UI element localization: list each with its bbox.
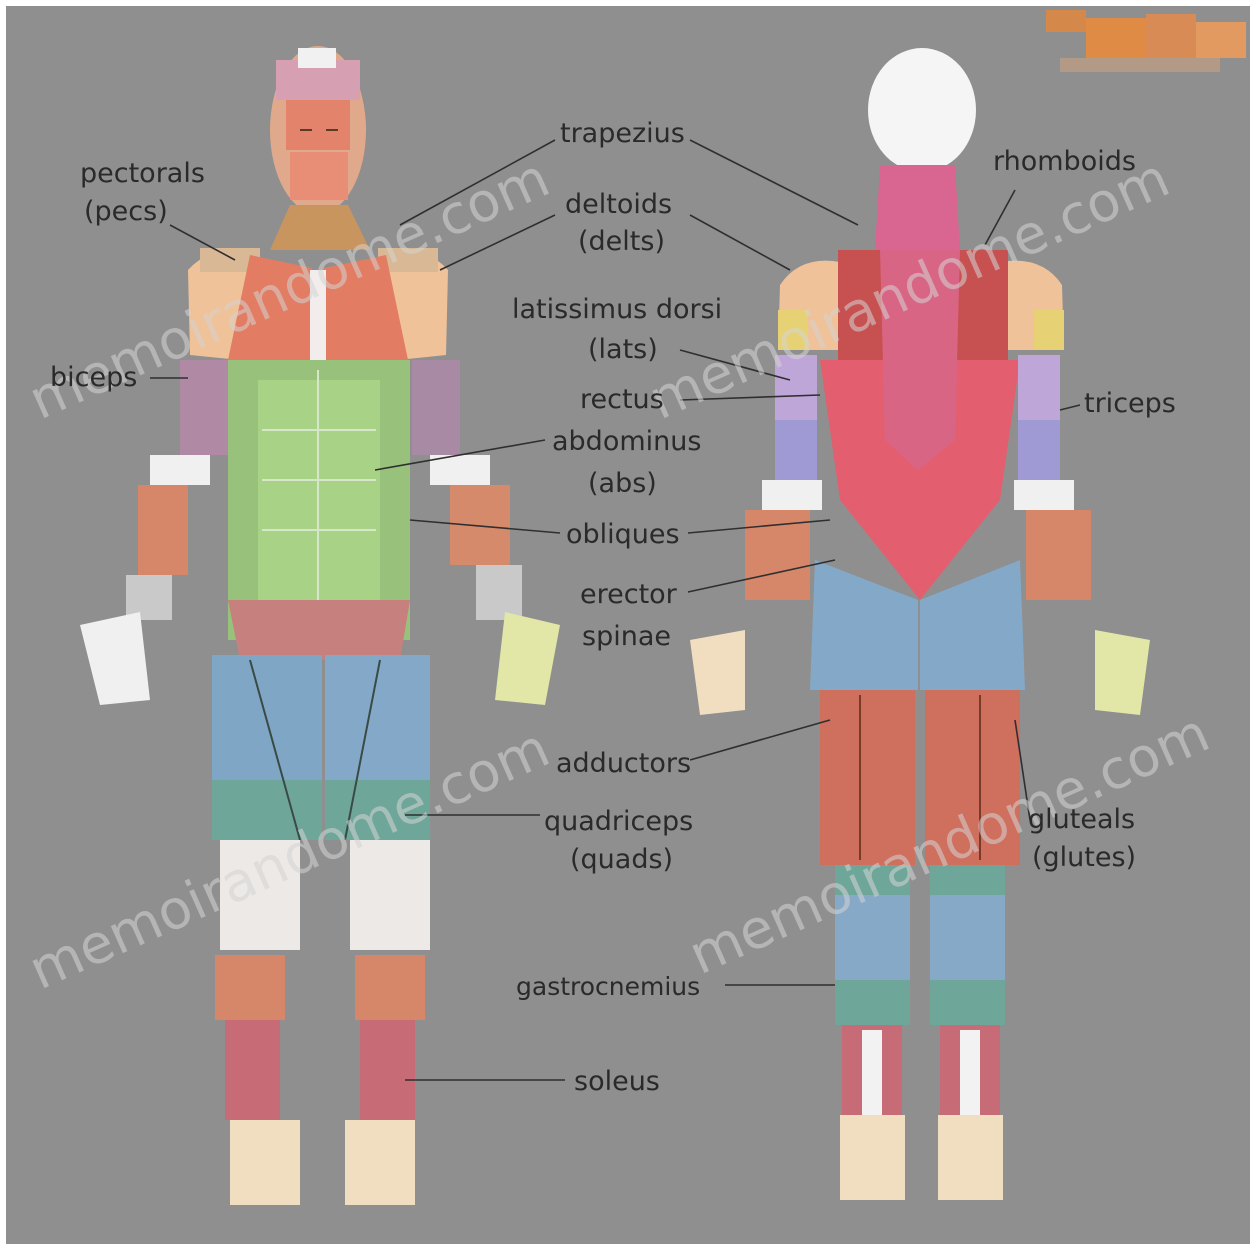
label-pecs: (pecs) (84, 196, 168, 227)
back-foot-right (938, 1115, 1003, 1200)
label-gastrocnemius: gastrocnemius (516, 972, 700, 1001)
back-achilles-left (862, 1030, 882, 1115)
front-hips (228, 600, 410, 660)
label-delts: (delts) (578, 226, 665, 257)
label-pectorals: pectorals (80, 158, 205, 189)
label-quadriceps: quadriceps (544, 806, 693, 837)
back-foot-left (840, 1115, 905, 1200)
label-trapezius: trapezius (560, 118, 685, 149)
label-erector: erector (580, 579, 678, 610)
label-glutes: (glutes) (1032, 842, 1136, 873)
label-latissimus-dorsi: latissimus dorsi (512, 294, 722, 325)
label-lats: (lats) (588, 334, 658, 365)
front-abdominals (228, 360, 410, 640)
label-spinae: spinae (582, 621, 671, 652)
label-gluteals: gluteals (1028, 804, 1135, 835)
front-foot-right (345, 1120, 415, 1205)
back-head (868, 48, 976, 172)
label-biceps: biceps (50, 362, 137, 393)
label-abs: (abs) (588, 468, 657, 499)
label-deltoids: deltoids (565, 189, 672, 220)
label-rectus: rectus (580, 384, 664, 415)
label-quads: (quads) (570, 844, 673, 875)
label-abdominus: abdominus (552, 426, 701, 457)
front-head (270, 46, 366, 214)
label-rhomboids: rhomboids (993, 146, 1136, 177)
label-soleus: soleus (574, 1066, 660, 1097)
back-achilles-right (960, 1030, 980, 1115)
label-adductors: adductors (556, 748, 691, 779)
label-triceps: triceps (1084, 388, 1176, 419)
label-obliques: obliques (566, 519, 680, 550)
front-foot-left (230, 1120, 300, 1205)
